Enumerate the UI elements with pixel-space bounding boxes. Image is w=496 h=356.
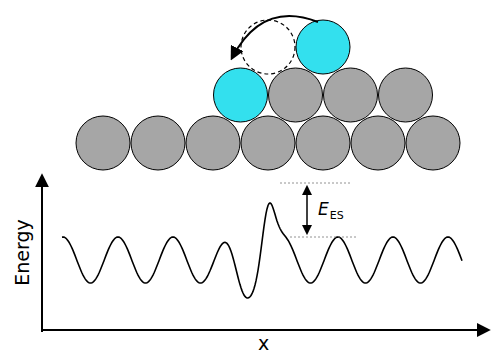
substrate-atom	[241, 116, 295, 170]
energy-curve	[62, 203, 462, 298]
step-atom	[324, 68, 378, 122]
vacant-site	[241, 20, 295, 74]
axis-label: Energy	[13, 219, 32, 286]
step-atom	[379, 68, 433, 122]
atoms	[76, 20, 460, 170]
guide-line	[280, 183, 352, 184]
guide-line	[290, 237, 356, 238]
adatom	[214, 68, 268, 122]
substrate-atom	[76, 116, 130, 170]
adatom	[296, 20, 350, 74]
substrate-atom	[406, 116, 460, 170]
axis-label: x	[258, 334, 269, 353]
barrier-subscript: ES	[330, 210, 344, 221]
hop-arrow	[232, 16, 318, 58]
x-axis	[42, 329, 488, 331]
substrate-atom	[351, 116, 405, 170]
barrier-symbol: E	[318, 201, 329, 218]
substrate-atom	[186, 116, 240, 170]
y-axis	[41, 176, 43, 332]
step-atom	[269, 68, 323, 122]
barrier-arrow	[306, 187, 308, 233]
substrate-atom	[131, 116, 185, 170]
substrate-atom	[296, 116, 350, 170]
